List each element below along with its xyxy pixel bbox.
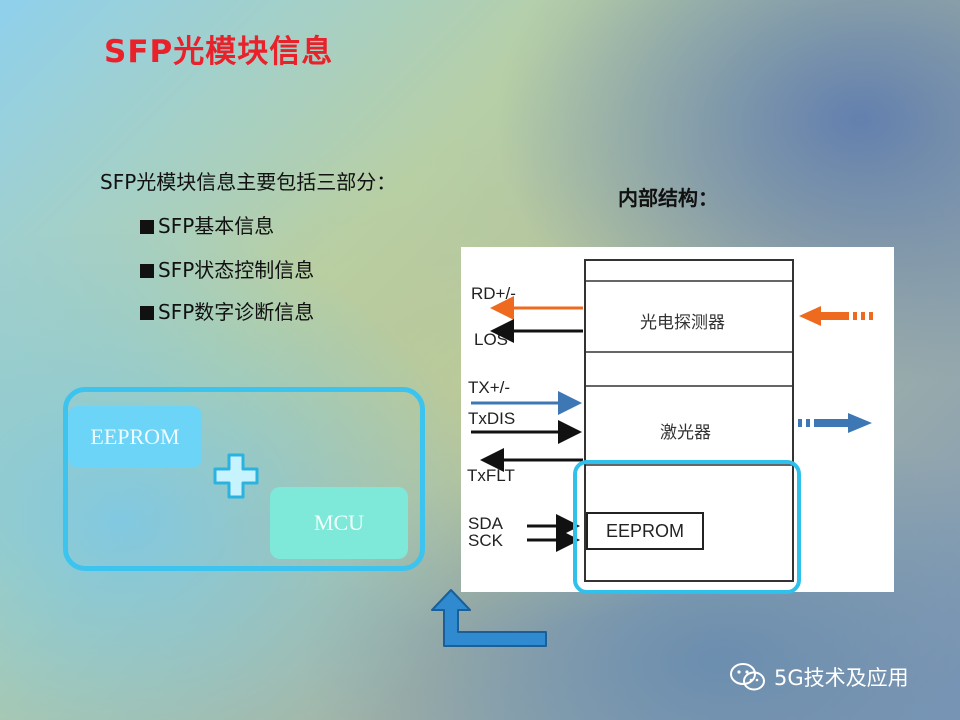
plus-icon (213, 453, 259, 499)
square-bullet-icon (140, 306, 154, 320)
optical-input-arrow-icon (799, 306, 873, 326)
square-bullet-icon (140, 220, 154, 234)
bullet-item: SFP基本信息 (140, 210, 274, 239)
signal-arrows (471, 296, 583, 552)
watermark-text: 5G技术及应用 (774, 666, 909, 690)
up-turn-arrow-icon (431, 589, 547, 647)
intro-text: SFP光模块信息主要包括三部分： (100, 170, 397, 194)
laser-label: 激光器 (660, 423, 711, 443)
square-bullet-icon (140, 264, 154, 278)
photodetector-label: 光电探测器 (640, 313, 725, 333)
eeprom-chip-label: EEPROM (586, 512, 704, 550)
txdis-signal-label: TxDIS (468, 409, 516, 428)
eeprom-block: EEPROM (68, 406, 202, 468)
sda-signal-label: SDA (468, 514, 503, 533)
module-sections (584, 280, 794, 466)
eeprom-highlight-frame (573, 460, 801, 594)
bullet-label: SFP基本信息 (158, 214, 275, 238)
optical-output-arrow-icon (798, 413, 872, 433)
sck-signal-label: SCK (468, 531, 503, 550)
module-outline (584, 259, 794, 582)
structure-title: 内部结构： (618, 186, 718, 210)
bullet-item: SFP状态控制信息 (140, 254, 314, 283)
mcu-block: MCU (270, 487, 408, 559)
eeprom-mcu-frame (63, 387, 425, 571)
bullet-item: SFP数字诊断信息 (140, 296, 314, 325)
tx-signal-label: TX+/- (468, 378, 511, 397)
wechat-icon (730, 663, 765, 691)
slide-title: SFP光模块信息 (104, 34, 334, 70)
watermark: 5G技术及应用 (730, 662, 909, 692)
bullet-label: SFP数字诊断信息 (158, 300, 315, 324)
bullet-label: SFP状态控制信息 (158, 258, 315, 282)
